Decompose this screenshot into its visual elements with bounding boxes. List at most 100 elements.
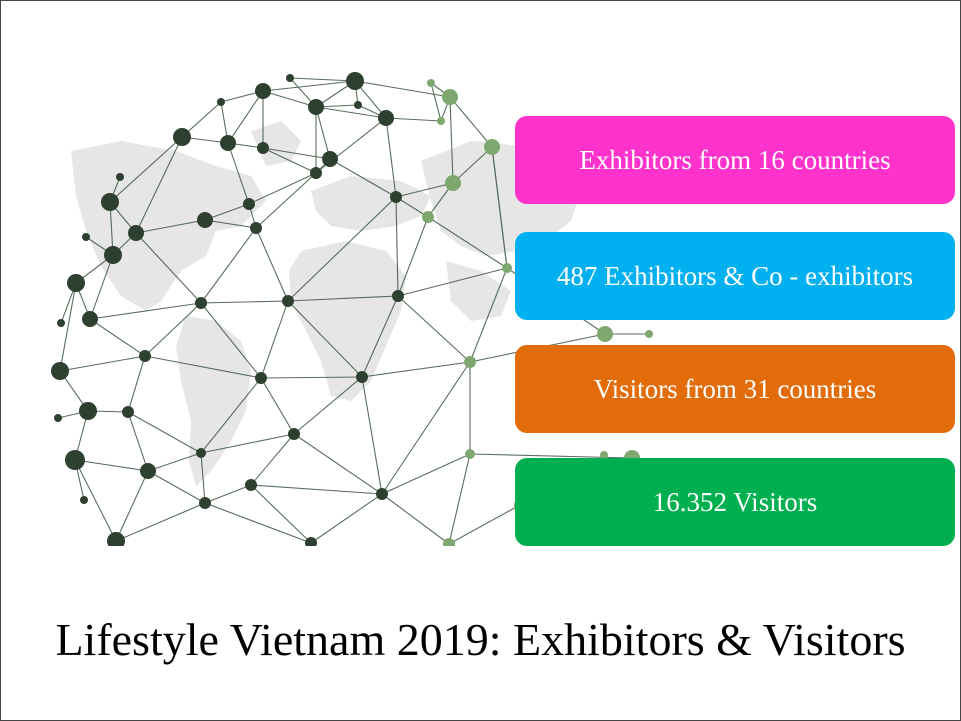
network-line (448, 504, 521, 545)
network-node (82, 233, 90, 241)
network-node (140, 463, 156, 479)
network-line (200, 300, 289, 304)
network-line (293, 433, 383, 495)
network-line (109, 136, 183, 203)
network-line (448, 453, 471, 545)
network-line (449, 96, 454, 184)
network-node (465, 449, 475, 459)
network-line (59, 355, 146, 372)
network-node (442, 89, 458, 105)
network-line (200, 302, 262, 379)
network-node (464, 356, 476, 368)
network-line (135, 219, 206, 234)
network-line (74, 459, 149, 472)
network-line (397, 216, 429, 297)
network-node (51, 362, 69, 380)
network-line (204, 219, 257, 229)
network-line (250, 484, 312, 544)
network-line (469, 267, 508, 363)
network-line (427, 216, 508, 269)
network-line (491, 146, 508, 269)
network-line (260, 376, 363, 379)
network-line (381, 493, 450, 545)
network-line (287, 295, 399, 302)
network-node (376, 488, 388, 500)
network-node (645, 330, 653, 338)
network-line (89, 254, 114, 320)
network-line (127, 355, 146, 413)
exhibitors-count-box: 487 Exhibitors & Co - exhibitors (515, 232, 955, 320)
network-node (65, 450, 85, 470)
network-node (502, 263, 512, 273)
network-line (147, 452, 202, 472)
network-node (122, 406, 134, 418)
network-line (74, 459, 117, 542)
network-line (200, 227, 257, 304)
network-line (430, 82, 442, 122)
network-line (381, 361, 471, 495)
network-line (200, 433, 295, 454)
network-line (361, 295, 399, 378)
network-line (204, 484, 252, 504)
network-node (139, 350, 151, 362)
network-node (107, 532, 125, 546)
network-line (227, 142, 250, 205)
network-line (289, 77, 356, 82)
network-line (127, 411, 149, 472)
network-node (255, 372, 267, 384)
network-line (395, 196, 429, 218)
network-line (89, 302, 202, 320)
network-node (322, 151, 338, 167)
network-line (361, 376, 383, 495)
network-line (381, 453, 471, 495)
network-node (356, 371, 368, 383)
network-line (144, 302, 202, 357)
network-line (315, 106, 331, 160)
network-line (144, 355, 262, 379)
network-line (255, 227, 289, 302)
network-line (127, 411, 202, 454)
network-node (82, 311, 98, 327)
network-node (443, 538, 455, 546)
network-line (395, 182, 454, 198)
network-node (484, 139, 500, 155)
network-node (288, 428, 300, 440)
network-line (262, 90, 317, 108)
network-node (354, 101, 362, 109)
network-line (200, 452, 206, 504)
network-node (80, 496, 88, 504)
network-node (101, 193, 119, 211)
network-line (262, 147, 331, 160)
network-line (147, 470, 206, 504)
network-node (286, 74, 294, 82)
network-node (427, 79, 435, 87)
network-node (67, 274, 85, 292)
network-line (59, 282, 77, 372)
network-node (243, 198, 255, 210)
network-node (310, 167, 322, 179)
network-line (135, 136, 183, 234)
network-line (260, 377, 295, 435)
network-node (54, 414, 62, 422)
network-node (217, 98, 225, 106)
network-node (308, 99, 324, 115)
network-node (116, 173, 124, 181)
network-line (260, 300, 289, 379)
network-line (395, 196, 399, 297)
network-node (104, 246, 122, 264)
network-line (262, 147, 317, 174)
network-node (195, 297, 207, 309)
network-line (135, 232, 202, 304)
visitor-countries-box: Visitors from 31 countries (515, 345, 955, 433)
network-node (128, 225, 144, 241)
network-node (445, 175, 461, 191)
network-node (392, 290, 404, 302)
network-node (79, 402, 97, 420)
network-line (385, 117, 397, 198)
network-node (173, 128, 191, 146)
network-node (196, 448, 206, 458)
network-line (310, 493, 383, 544)
network-line (315, 106, 387, 119)
network-line (287, 300, 363, 378)
